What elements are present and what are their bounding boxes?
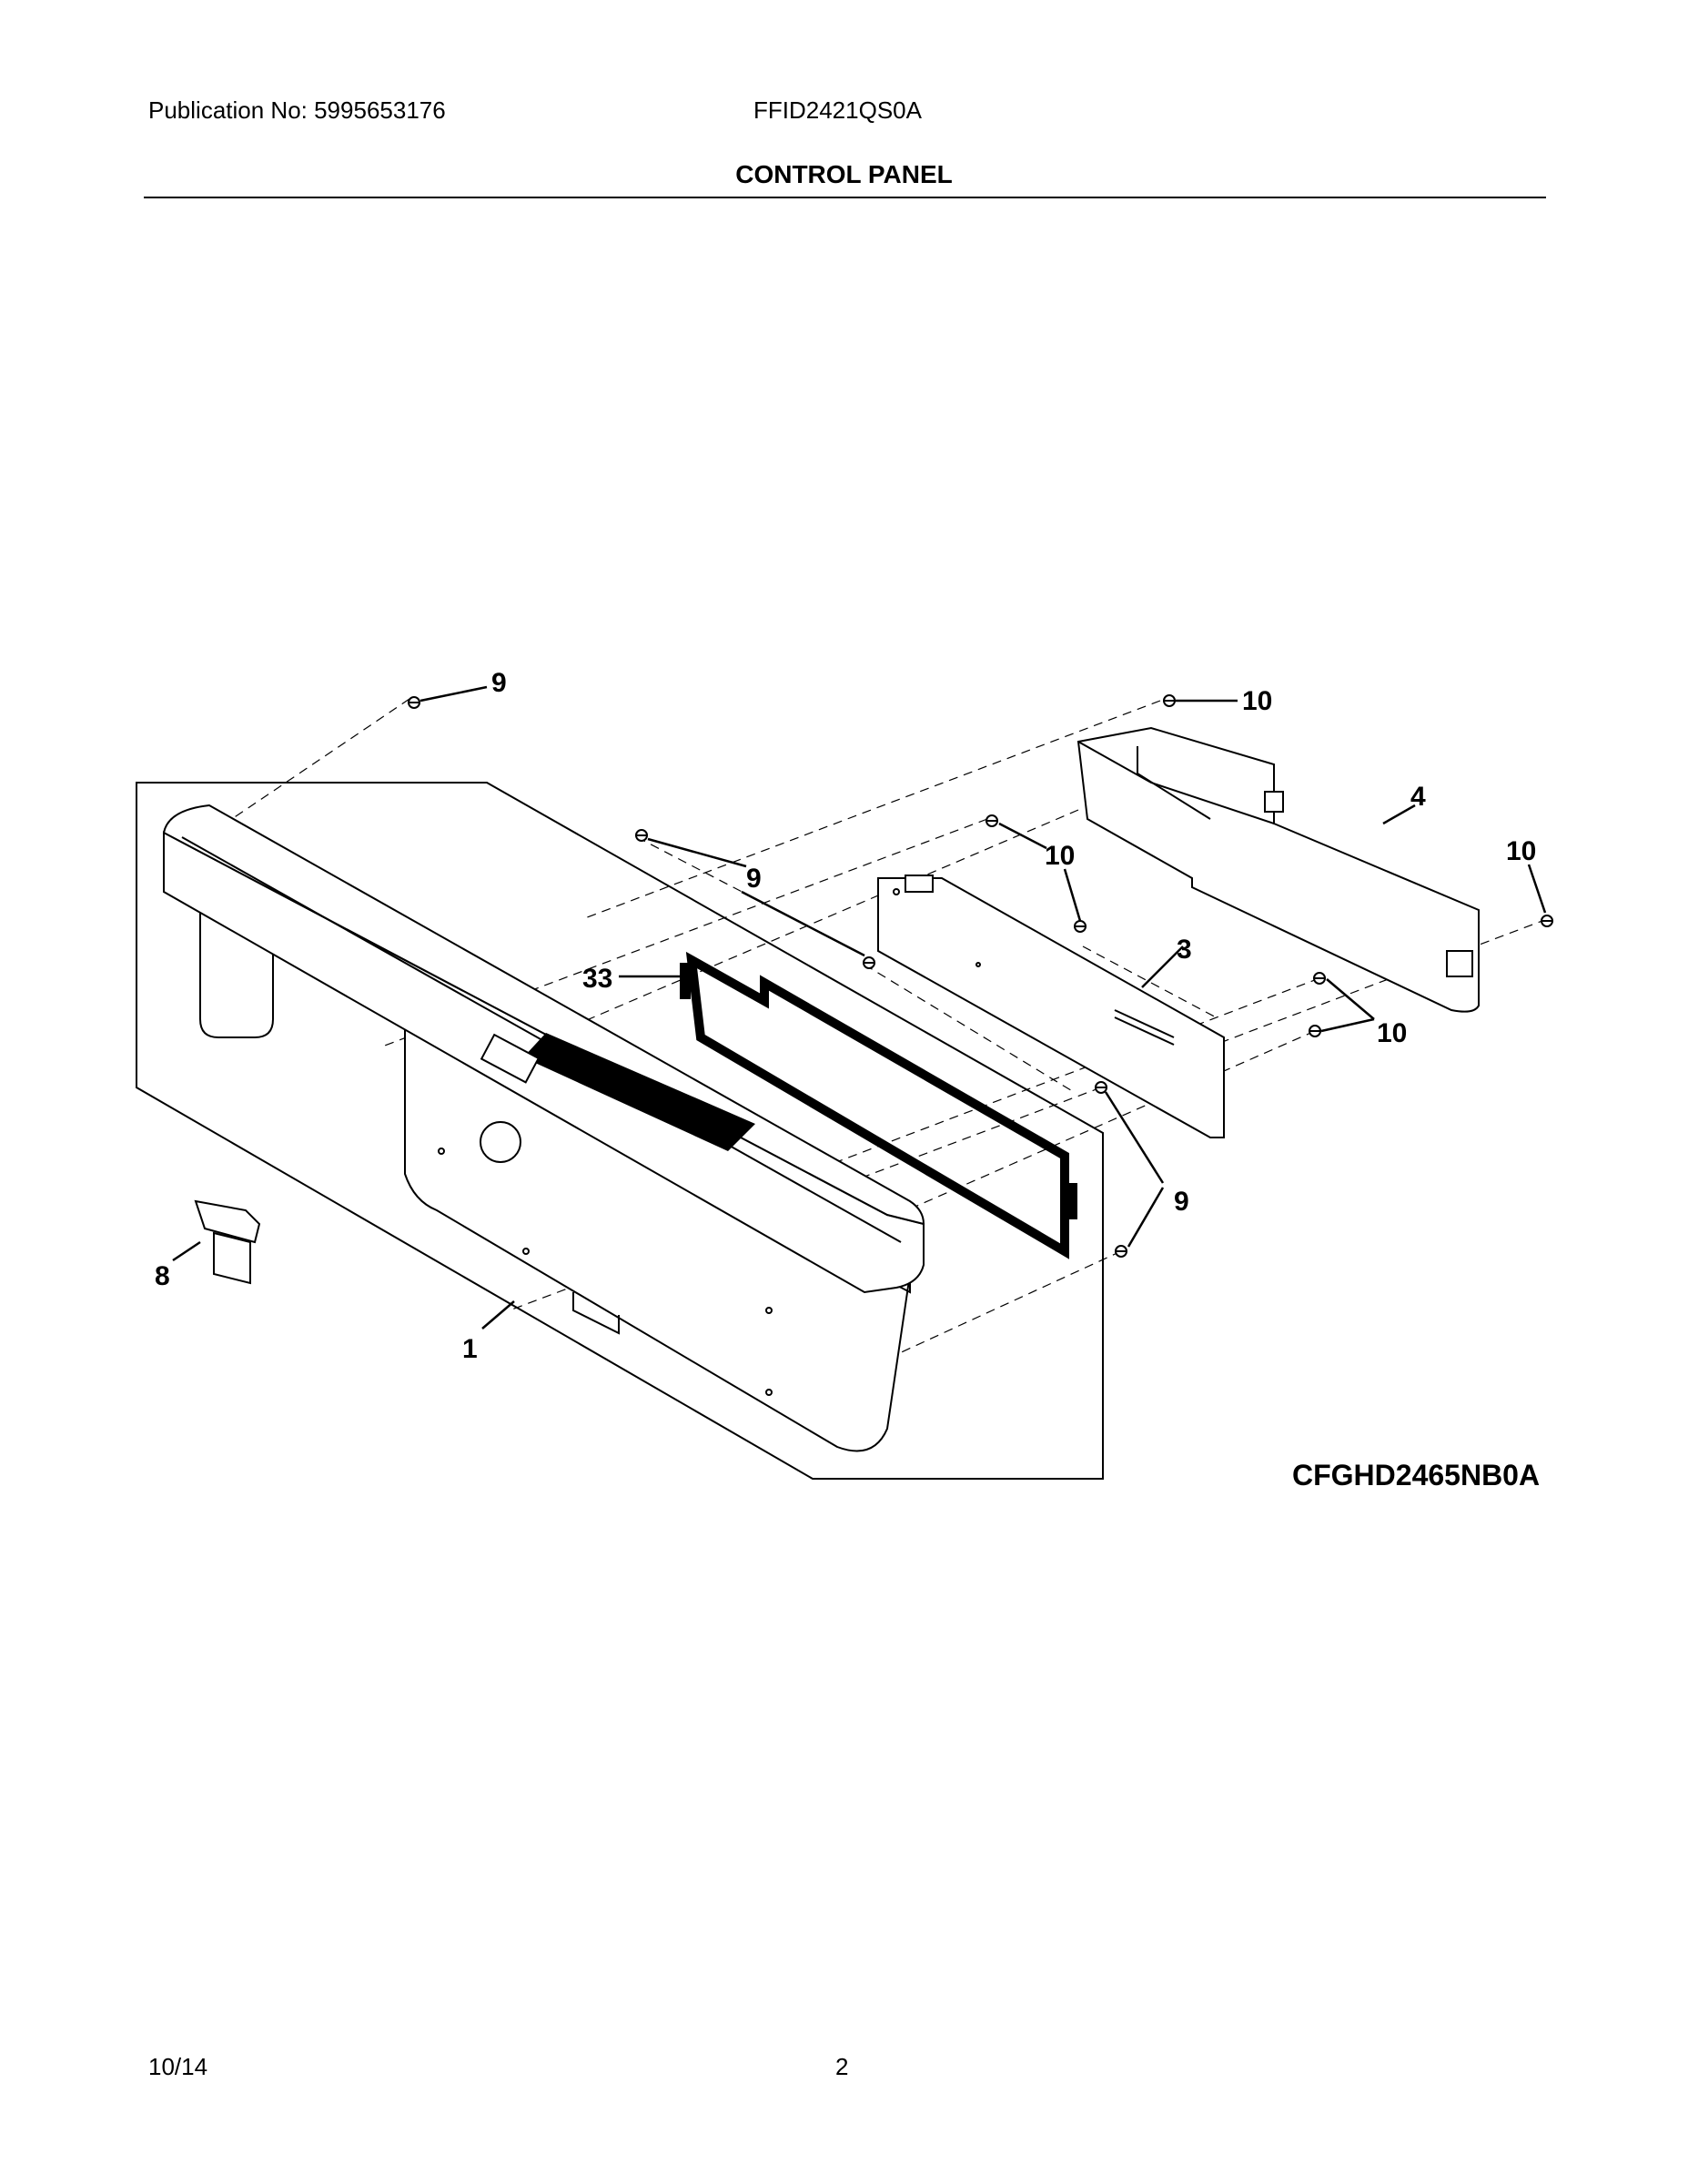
callout-10-lower: 10 (1377, 1018, 1407, 1048)
control-board-cover (1076, 726, 1480, 1013)
page-title: CONTROL PANEL (735, 160, 953, 188)
callout-9-lower: 9 (1174, 1187, 1189, 1217)
control-board (877, 875, 1225, 1138)
publication-number: Publication No: 5995653176 (148, 96, 446, 124)
model-number: FFID2421QS0A (753, 96, 922, 124)
panel-group-outline (136, 782, 1104, 1480)
screw-10-lower-b (1309, 1025, 1321, 1037)
screw-9-lower-b (1115, 1245, 1127, 1258)
publication-date: 10/14 (148, 2053, 208, 2080)
page-number: 2 (835, 2053, 849, 2080)
callout-33: 33 (582, 964, 612, 994)
gasket-frame (680, 951, 1077, 1259)
screws (408, 694, 1553, 1258)
clip (194, 1199, 261, 1285)
leader-lines (172, 685, 1547, 1330)
callout-10-right: 10 (1506, 836, 1536, 866)
figure-code: CFGHD2465NB0A (1292, 1459, 1540, 1491)
screw-9-lower-a (1095, 1081, 1107, 1094)
callout-10-mid: 10 (1045, 841, 1075, 871)
control-panel-housing (162, 804, 925, 1452)
header-divider (144, 197, 1546, 198)
screw-10-mid (986, 814, 998, 827)
callout-4: 4 (1410, 782, 1426, 812)
screw-10-right (1541, 915, 1553, 927)
callout-10-top: 10 (1242, 686, 1272, 716)
callout-9-top: 9 (491, 668, 507, 698)
screw-10-lower-a (1313, 972, 1326, 985)
screw-10-mid-b (1074, 920, 1087, 933)
screw-9-mid (863, 956, 875, 969)
callout-3: 3 (1177, 935, 1192, 965)
callout-9-mid: 9 (746, 864, 762, 894)
callout-1: 1 (462, 1334, 478, 1364)
screw-9-mid-left (635, 829, 648, 842)
callout-8: 8 (155, 1261, 170, 1291)
screw-9-top (408, 696, 420, 709)
screw-10-top (1163, 694, 1176, 707)
